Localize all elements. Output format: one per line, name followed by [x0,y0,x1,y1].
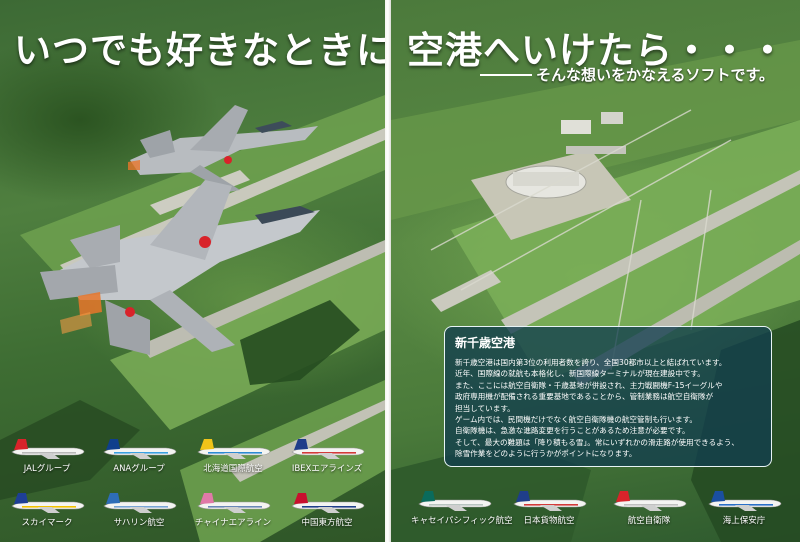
info-line: そして、最大の難題は「降り積もる雪」。常にいずれかの滑走路が使用できるよう、 [455,437,739,447]
airline-item: サハリン航空 [96,492,182,528]
airline-item: 北海道国際航空 [190,438,276,474]
airline-label: 中国東方航空 [301,518,353,528]
info-panel-title: 新千歳空港 [455,336,516,350]
info-panel-body: 新千歳空港は国内第3位の利用者数を誇り、全国30都市以上と結ばれています。 近年… [455,357,761,460]
subheadline: そんな想いをかなえるソフトです。 [479,64,774,85]
airline-item: キャセイパシフィック航空 [411,490,513,526]
airline-label: 海上保安庁 [722,516,766,526]
headline-right: 空港へいけたら・・・ [407,29,787,72]
subheadline-text: そんな想いをかなえるソフトです。 [535,66,774,84]
airline-label: スカイマーク [21,518,73,528]
info-line: 自衛隊機は、急激な進路変更を行うことがあるため注意が必要です。 [455,426,690,436]
airline-label: 日本貨物航空 [523,516,575,526]
airline-label: サハリン航空 [113,518,165,528]
airliner-icon [103,439,177,459]
airline-label: チャイナエアライン [194,518,272,528]
airline-item: 日本貨物航空 [506,490,592,526]
airline-label: 北海道国際航空 [203,464,263,474]
airline-label: ANAグループ [113,464,165,474]
airliner-icon [418,491,492,511]
info-line: ゲーム内では、民間機だけでなく航空自衛隊機の航空管制も行います。 [455,415,698,425]
airline-label: 航空自衛隊 [627,516,671,526]
airliner-icon [11,439,85,459]
info-line: 担当しています。 [455,403,515,413]
info-line: 近年、国際線の就航も本格化し、新国際線ターミナルが現在建設中です。 [455,369,705,379]
f15-fighter-main-icon [40,180,320,355]
airline-label: JALグループ [23,464,71,474]
page-gutter [385,0,391,542]
headline-left: いつでも好きなときに [14,29,385,72]
subheadline-dash [479,73,532,76]
info-line: 除雪作業をどのように行うかがポイントになります。 [455,449,637,459]
airliner-icon [197,439,271,459]
airline-item: 中国東方航空 [284,492,370,528]
airline-item: チャイナエアライン [190,492,276,528]
airline-item: 航空自衛隊 [606,490,692,526]
airliner-icon [291,439,365,459]
air-base-aerial-scene [0,95,385,542]
airliner-icon [291,493,365,513]
info-line: 政府専用機が配備される重要基地であることから、管制業務は航空自衛隊が [455,392,714,402]
airline-item: IBEXエアラインズ [284,438,370,474]
airline-item: ANAグループ [96,438,182,474]
airline-label: キャセイパシフィック航空 [411,516,513,526]
airliner-icon [103,493,177,513]
airline-item: 海上保安庁 [701,490,787,526]
airline-item: スカイマーク [4,492,90,528]
airliner-icon [197,493,271,513]
info-line: また、ここには航空自衛隊・千歳基地が併設され、主力戦闘機F-15イーグルや [455,380,723,390]
airline-label: IBEXエアラインズ [291,464,363,474]
right-page: 空港へいけたら・・・ そんな想いをかなえるソフトです。 新千歳空港 新千歳空港は… [391,0,800,542]
airline-item: JALグループ [4,438,90,474]
airport-info-panel: 新千歳空港 新千歳空港は国内第3位の利用者数を誇り、全国30都市以上と結ばれてい… [444,326,772,467]
info-line: 新千歳空港は国内第3位の利用者数を誇り、全国30都市以上と結ばれています。 [455,358,727,367]
airliner-icon [513,491,587,511]
left-page: いつでも好きなときに JALグループ ANAグループ 北海道国際航空 IBEXエアライ… [0,0,385,542]
airliner-icon [613,491,687,511]
airliner-icon [11,493,85,513]
airliner-icon [708,491,782,511]
